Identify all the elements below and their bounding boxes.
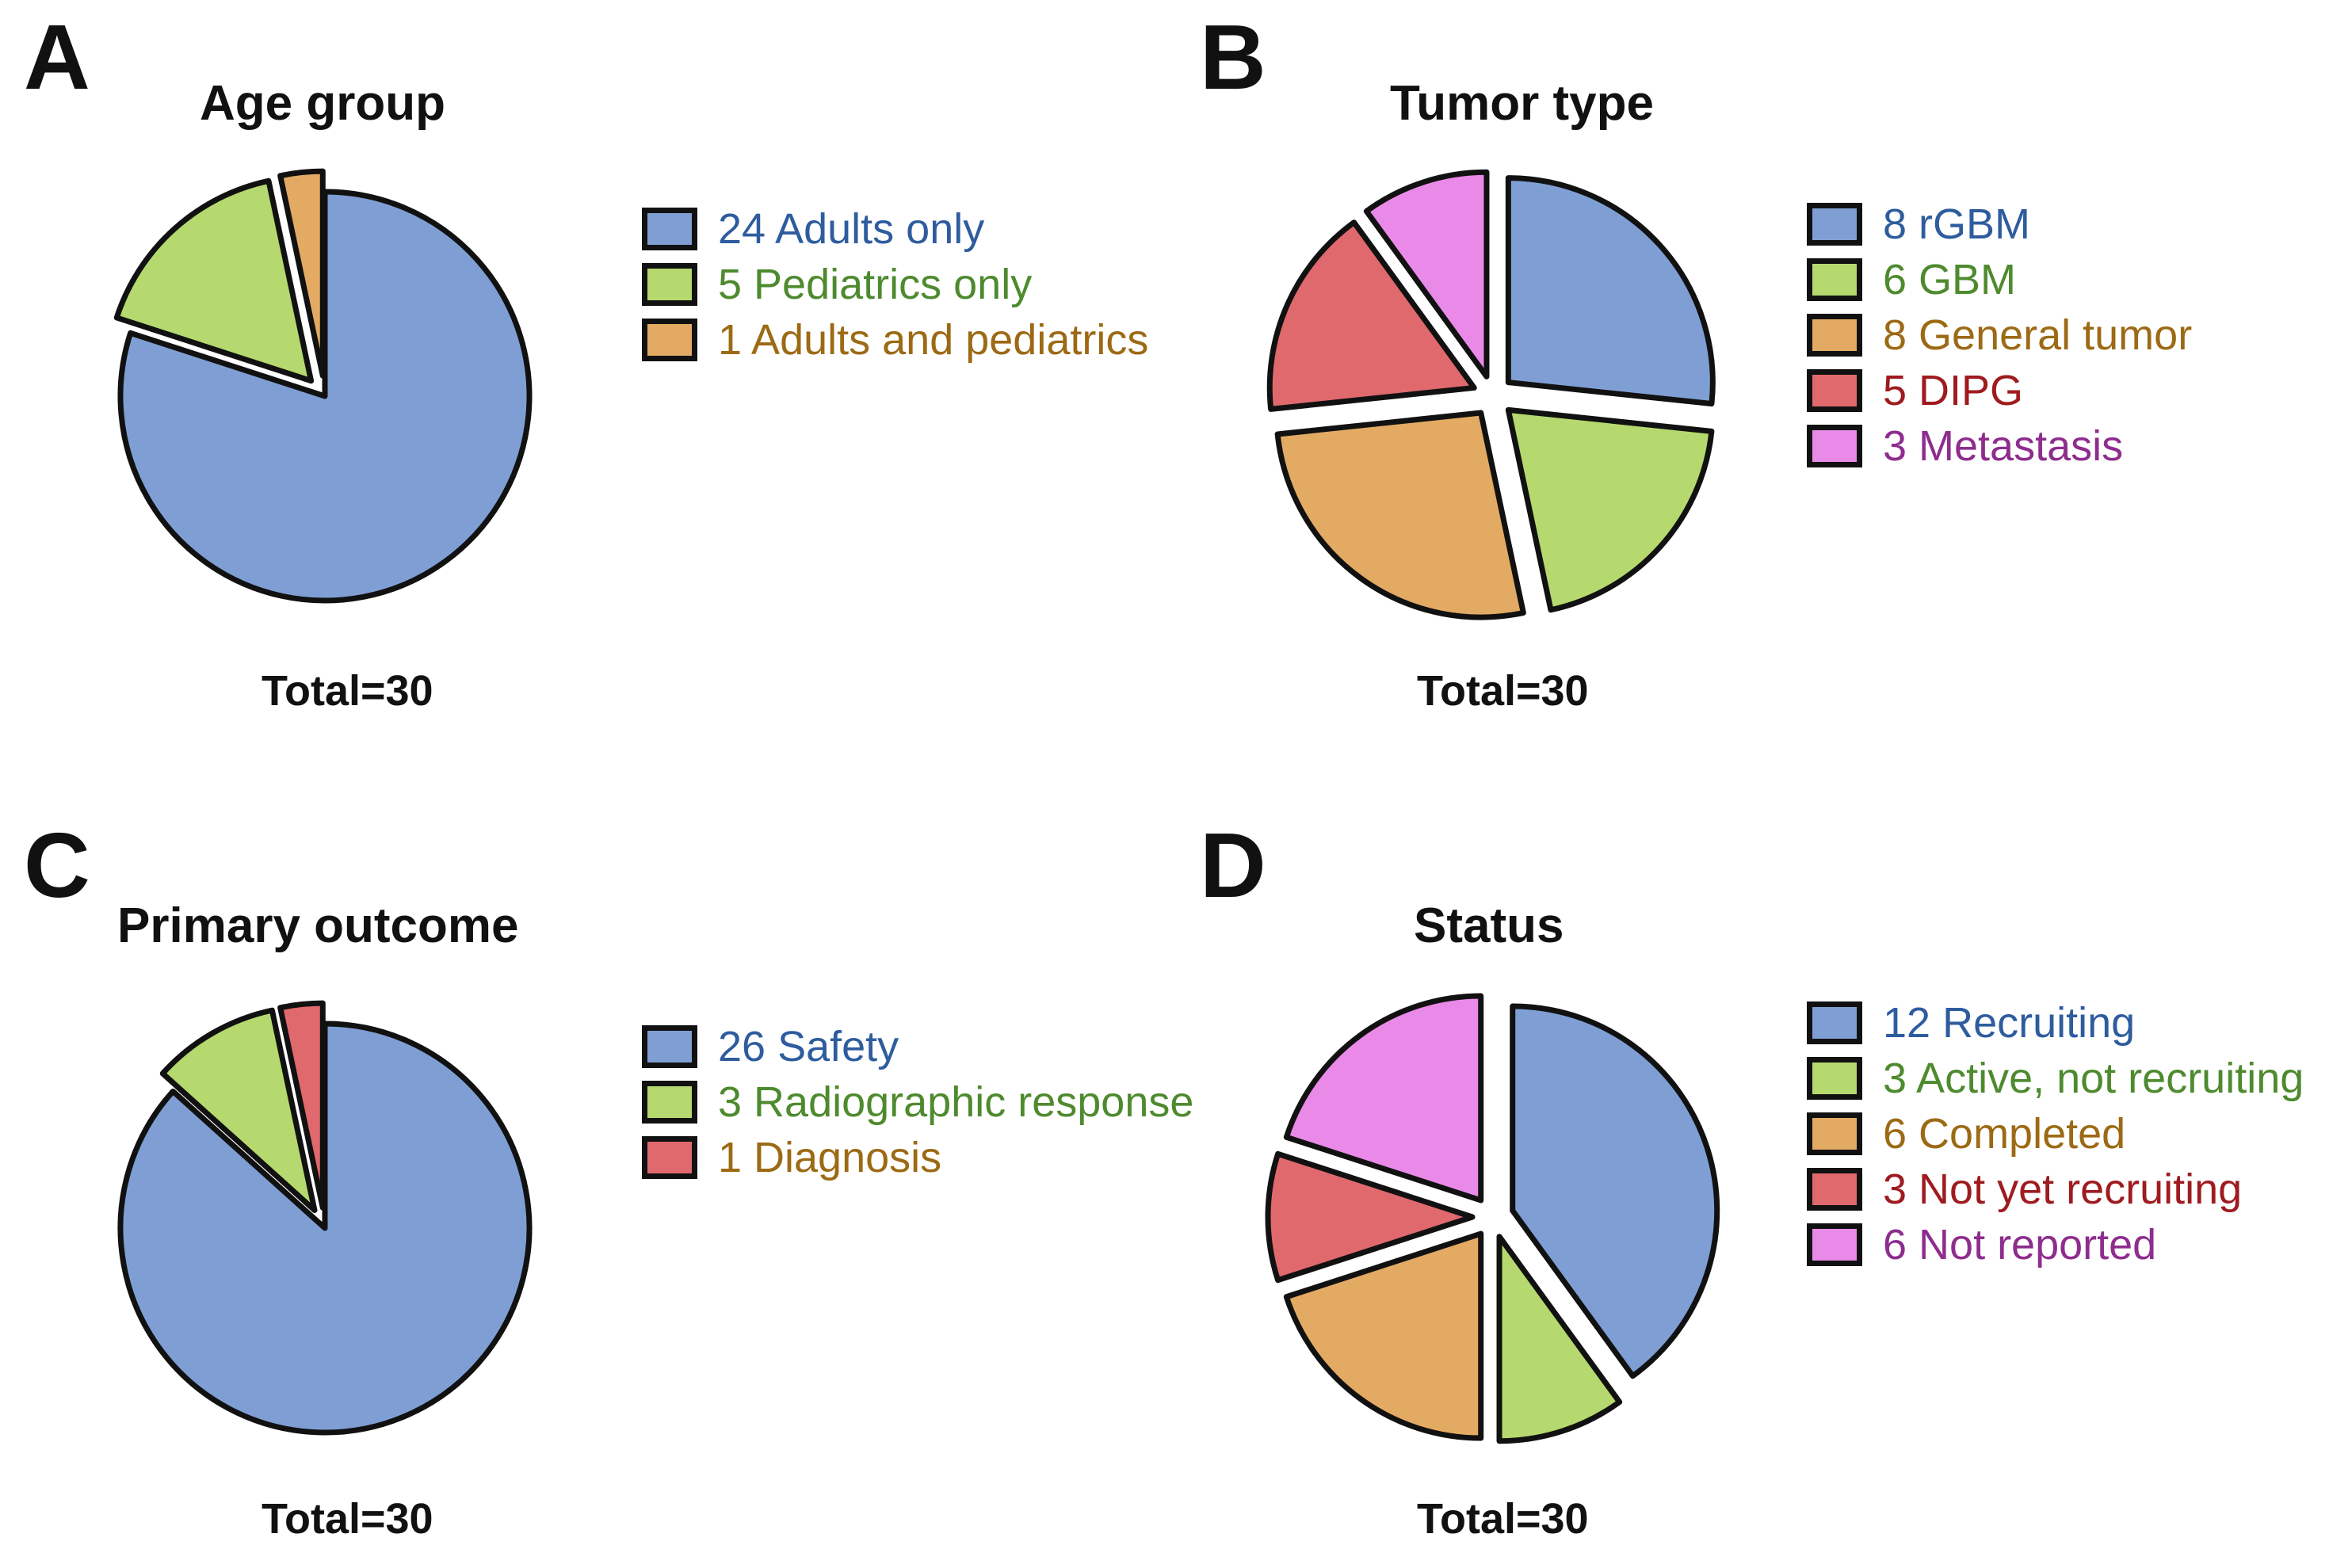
pie-chart-b	[1266, 169, 1716, 620]
legend-swatch	[642, 208, 697, 250]
legend-swatch	[642, 319, 697, 361]
pie-slice	[1505, 175, 1716, 407]
legend-label: 3 Not yet recruiting	[1883, 1166, 2243, 1213]
legend-swatch	[1807, 203, 1862, 246]
legend-row: 3 Radiographic response	[642, 1078, 1193, 1127]
legend-swatch	[1807, 1057, 1862, 1100]
legend-swatch	[1807, 425, 1862, 467]
legend-label: 12 Recruiting	[1883, 999, 2136, 1047]
panel-letter-b: B	[1200, 6, 1266, 109]
legend-swatch	[642, 263, 697, 306]
legend-swatch	[642, 1025, 697, 1068]
legend-label: 8 General tumor	[1883, 311, 2193, 359]
panel-letter-d: D	[1200, 814, 1266, 917]
legend-row: 8 rGBM	[1807, 200, 2192, 249]
legend-label: 3 Metastasis	[1883, 422, 2124, 470]
panel-total-d: Total=30	[1417, 1495, 1589, 1543]
legend-label: 1 Diagnosis	[718, 1134, 942, 1181]
pie-slice	[1266, 219, 1477, 412]
legend-row: 12 Recruiting	[1807, 998, 2304, 1047]
legend-label: 24 Adults only	[718, 205, 985, 253]
legend-label: 3 Active, not recruiting	[1883, 1055, 2304, 1102]
legend-swatch	[1807, 1168, 1862, 1211]
legend-row: 6 GBM	[1807, 255, 2192, 304]
panel-d: D Status Total=30 12 Recruiting 3 Active,…	[1176, 784, 2352, 1568]
legend-row: 3 Not yet recruiting	[1807, 1165, 2304, 1214]
legend-row: 6 Not reported	[1807, 1220, 2304, 1269]
panel-title-a: Age group	[200, 76, 445, 131]
pie-chart-a	[113, 168, 533, 604]
legend-row: 6 Completed	[1807, 1109, 2304, 1158]
legend-label: 5 Pediatrics only	[718, 261, 1033, 308]
legend-swatch	[642, 1081, 697, 1124]
legend-b: 8 rGBM 6 GBM 8 General tumor 5 DIPG 3 Metast…	[1807, 200, 2192, 477]
legend-label: 5 DIPG	[1883, 367, 2024, 414]
panel-total-c: Total=30	[262, 1495, 433, 1543]
pie-slice	[1505, 406, 1715, 613]
legend-a: 24 Adults only 5 Pediatrics only 1 Adults …	[642, 204, 1148, 371]
panel-total-a: Total=30	[262, 667, 433, 715]
pie-slice	[1274, 410, 1526, 620]
legend-swatch	[1807, 1223, 1862, 1266]
panel-total-b: Total=30	[1417, 667, 1589, 715]
pie-chart-d	[1265, 993, 1720, 1444]
legend-swatch	[1807, 1112, 1862, 1155]
pie-slice	[1363, 169, 1490, 380]
legend-swatch	[642, 1136, 697, 1179]
panel-title-c: Primary outcome	[117, 898, 519, 953]
legend-row: 5 DIPG	[1807, 366, 2192, 415]
pie-slice	[277, 168, 326, 379]
legend-label: 26 Safety	[718, 1023, 899, 1070]
pie-slice	[159, 1007, 318, 1213]
legend-label: 1 Adults and pediatrics	[718, 316, 1149, 364]
legend-row: 8 General tumor	[1807, 311, 2192, 360]
pie-slice	[277, 1000, 326, 1211]
panel-title-b: Tumor type	[1390, 76, 1654, 131]
legend-row: 3 Metastasis	[1807, 422, 2192, 471]
legend-label: 6 Not reported	[1883, 1221, 2157, 1269]
legend-swatch	[1807, 1001, 1862, 1044]
pie-slice	[1496, 1234, 1623, 1444]
legend-label: 8 rGBM	[1883, 200, 2031, 248]
legend-swatch	[1807, 314, 1862, 357]
pie-slice	[117, 1021, 533, 1436]
panel-c: C Primary outcome Total=30 26 Safety 3 Ra…	[0, 784, 1193, 1568]
legend-swatch	[1807, 258, 1862, 301]
legend-label: 3 Radiographic response	[718, 1078, 1194, 1126]
pie-slice	[117, 189, 533, 604]
legend-row: 1 Diagnosis	[642, 1133, 1193, 1182]
pie-slice	[1283, 1230, 1484, 1441]
pie-slice	[1510, 1003, 1720, 1379]
panel-title-d: Status	[1414, 898, 1564, 953]
legend-swatch	[1807, 369, 1862, 412]
legend-label: 6 Completed	[1883, 1110, 2126, 1158]
legend-label: 6 GBM	[1883, 256, 2017, 303]
legend-row: 24 Adults only	[642, 204, 1148, 254]
legend-row: 5 Pediatrics only	[642, 260, 1148, 309]
legend-row: 1 Adults and pediatrics	[642, 315, 1148, 364]
pie-chart-c	[117, 1000, 533, 1436]
legend-d: 12 Recruiting 3 Active, not recruiting 6 C…	[1807, 998, 2304, 1276]
pie-slice	[1265, 1150, 1476, 1284]
panel-letter-c: C	[24, 814, 90, 917]
legend-c: 26 Safety 3 Radiographic response 1 Diagno…	[642, 1022, 1193, 1188]
legend-row: 3 Active, not recruiting	[1807, 1054, 2304, 1103]
pie-slice	[113, 177, 315, 384]
pie-slice	[1283, 993, 1484, 1204]
panel-letter-a: A	[24, 6, 90, 109]
panel-a: A Age group Total=30 24 Adults only 5 Ped…	[0, 0, 1176, 784]
legend-row: 26 Safety	[642, 1022, 1193, 1071]
panel-b: B Tumor type Total=30 8 rGBM 6 GBM 8 Gener…	[1176, 0, 2352, 784]
